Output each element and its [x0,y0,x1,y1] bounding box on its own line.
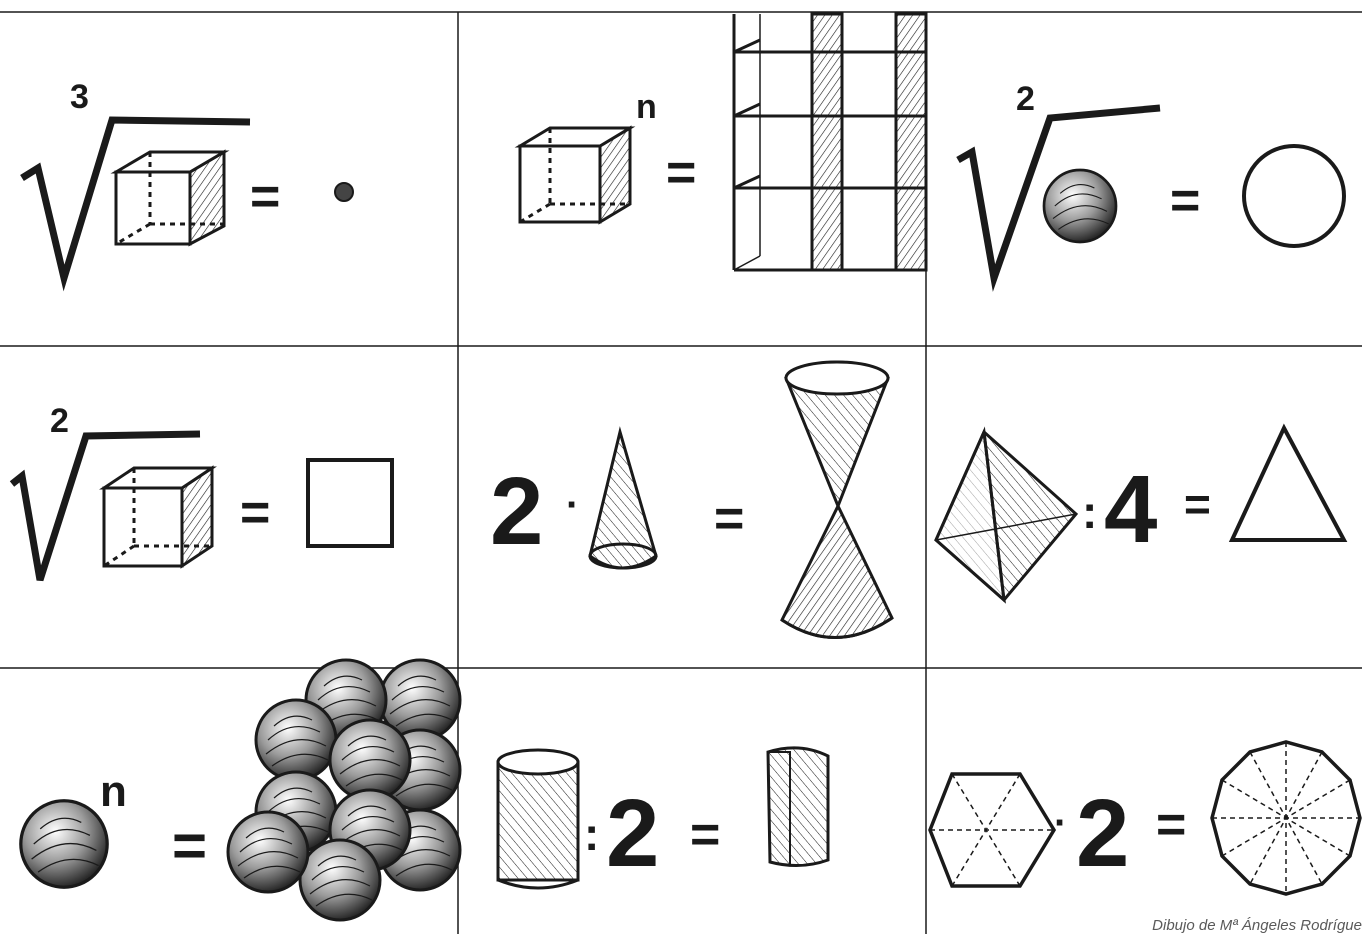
radical-sign [956,104,1161,292]
circle-icon [1242,144,1346,248]
pile-of-spheres-icon [226,658,462,922]
triangle-icon [1228,423,1348,542]
root-index: 2 [1016,80,1035,118]
cell-cube-power-n: n = [514,12,928,272]
cell-cylinder-divided: : 2 = [496,746,830,890]
equals-sign: = [1156,796,1186,854]
artist-credit: Dibujo de Mª Ángeles Rodrígue [1152,917,1362,934]
equals-sign: = [666,144,696,202]
half-cylinder-icon [766,746,830,867]
cell-cube-root-of-cube: 3 = [20,78,354,292]
dodecagon-icon [1210,740,1362,896]
equals-sign: = [172,812,207,879]
factor-number: 2 [490,458,543,565]
radical-sign [9,430,201,582]
cell-square-root-of-cube: 2 = [9,402,394,582]
divide-sign: : [1082,486,1097,538]
equals-sign: = [690,806,720,864]
tetrahedron-icon [934,426,1079,604]
sphere-icon [1042,168,1118,244]
grid-of-cubes-icon [732,12,928,272]
times-sign: · [1054,801,1067,845]
root-index: 2 [50,402,69,440]
times-sign: · [566,483,579,527]
cell-double-cone: 2 · = [490,360,894,639]
sphere-icon [19,799,109,889]
cube-icon [110,149,230,247]
factor-number: 2 [1076,780,1129,887]
exponent-n: n [636,88,657,126]
equals-sign: = [250,168,280,226]
cube-icon [514,125,636,225]
equals-sign: = [1170,172,1200,230]
point-icon [334,182,354,202]
hexagon-icon [928,772,1057,888]
cone-icon [588,426,658,570]
equals-sign: = [714,490,744,548]
exponent-n: n [100,767,127,816]
square-icon [306,458,394,548]
cell-sphere-power-n: n = [19,658,462,922]
divide-sign: : [584,808,599,860]
cylinder-icon [496,748,580,890]
root-index: 3 [70,78,89,116]
cell-tetrahedron-divided: : 4 = [934,423,1348,604]
cell-square-root-of-sphere: 2 = [956,80,1346,292]
hourglass-double-cone-icon [780,360,894,639]
equals-sign: = [240,484,270,542]
cell-hexagon-times: · 2 = [928,740,1362,896]
cube-icon [99,465,217,569]
radical-sign [20,116,251,292]
divisor-number: 2 [606,780,659,887]
divisor-number: 4 [1104,456,1157,563]
equals-sign: = [1184,478,1211,530]
